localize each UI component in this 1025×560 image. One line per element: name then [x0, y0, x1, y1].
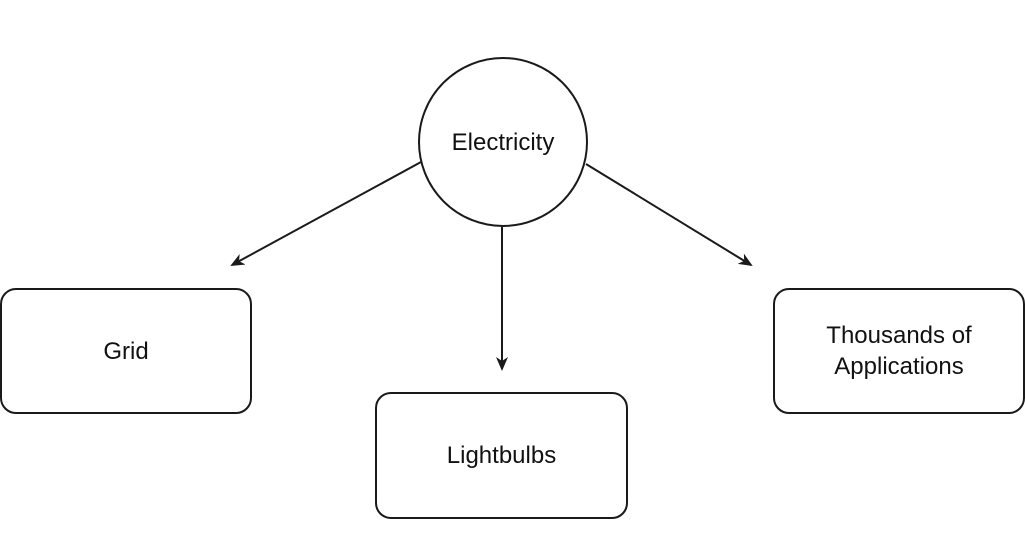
applications-label: Thousands of Applications [826, 320, 971, 382]
applications-label-line-1: Thousands of [826, 322, 972, 349]
lightbulbs-label: Lightbulbs [446, 442, 557, 469]
electricity-node: Electricity [418, 57, 588, 227]
electricity-label: Electricity [451, 128, 555, 156]
arrow-electricity-to-applications [585, 163, 753, 267]
applications-label-line-2: Applications [834, 353, 964, 380]
grid-label: Grid [103, 337, 149, 365]
lightbulbs-node: Lightbulbs [375, 392, 628, 519]
applications-node: Thousands of Applications [773, 288, 1025, 414]
arrow-electricity-to-grid [230, 161, 422, 266]
grid-node: Grid [0, 288, 252, 414]
